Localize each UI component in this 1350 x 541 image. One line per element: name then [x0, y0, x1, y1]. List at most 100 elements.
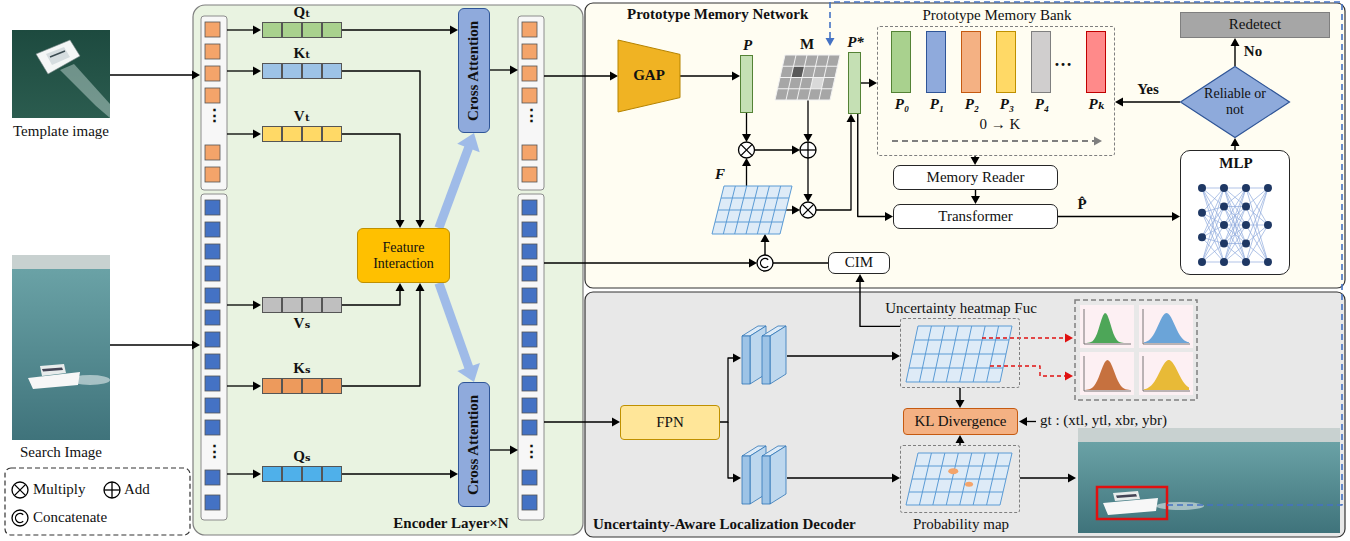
heading-label: MLP: [1219, 155, 1252, 172]
heading-label: Uncertainty-Aware Localization Decoder: [593, 516, 856, 533]
arrow-line: [439, 145, 470, 228]
token: [522, 222, 537, 237]
connector: [342, 470, 458, 479]
result-sky: [1078, 428, 1340, 442]
grid-line: [715, 222, 783, 223]
arrow-line: [974, 156, 975, 159]
arrow: [892, 137, 1102, 146]
add-symbol: [104, 482, 120, 498]
arrow-line: [787, 355, 894, 356]
network-unit: [1220, 258, 1228, 266]
network-unit: [1242, 240, 1250, 248]
box-label: Cross Attention: [465, 20, 482, 120]
arrow: [110, 71, 200, 80]
memory-ground: [585, 3, 1345, 288]
token-row: Kₜ: [262, 63, 342, 79]
arrow-line: [807, 100, 808, 136]
heatmap-frame: Uncertainty heatmap Fuc: [900, 318, 1020, 388]
prototype-slot: P₃: [996, 31, 1016, 93]
distribution-curve: [1144, 360, 1189, 390]
mlp-ground: [1180, 150, 1290, 275]
arrow: [110, 341, 200, 350]
token-row: Vₜ: [262, 126, 342, 142]
network-unit: [1242, 221, 1250, 229]
process-box: Redetect: [1180, 12, 1330, 38]
concat-symbol: [757, 255, 773, 271]
arrow: [227, 26, 261, 35]
arrow-line: [787, 477, 894, 478]
template-photo: [12, 30, 110, 118]
figure-label: Template image: [13, 123, 109, 140]
pooling-trapezoid: GAP: [618, 40, 680, 112]
edge-label: Yes: [1137, 81, 1159, 98]
encoder-ground: [193, 5, 583, 535]
attention-block: Cross Attention: [458, 8, 490, 133]
box-label: Memory Reader: [897, 169, 1054, 186]
node-outline: [775, 55, 840, 100]
legend-text: Multiply: [33, 481, 86, 498]
token-cell: [282, 297, 302, 313]
arrow-line: [982, 337, 1067, 338]
symbol-stroke: [807, 142, 808, 158]
token-cell: [282, 22, 302, 38]
token-cell: [282, 378, 302, 394]
boat-hull: [36, 40, 80, 74]
symbol-circle: [12, 510, 28, 526]
network-link: [1224, 244, 1246, 263]
token: [522, 310, 537, 325]
token-cell: [262, 466, 282, 482]
prototype-slot: P₀: [891, 31, 911, 93]
connector: [971, 190, 980, 204]
plot-ground: [1080, 305, 1134, 348]
token-cell: [302, 378, 322, 394]
legend-text: Concatenate: [33, 509, 107, 526]
plot-axis: [1143, 356, 1190, 391]
token: [205, 22, 220, 37]
arrow-line: [858, 114, 887, 217]
conv-front: [742, 336, 750, 384]
box-label: CIM: [832, 254, 886, 271]
token: [205, 470, 220, 485]
heading-label: P: [743, 37, 752, 54]
token-row: Qₛ: [262, 466, 342, 482]
token-column: [518, 16, 544, 190]
boat-cabin: [1113, 491, 1140, 501]
token-cell: [262, 126, 282, 142]
arrow: [742, 158, 751, 186]
token-column: [201, 194, 227, 520]
prototype-slot: P₁: [926, 31, 946, 93]
process-box: FPN: [620, 405, 720, 440]
arrow-line: [110, 74, 194, 75]
arrow-line: [680, 75, 734, 76]
trapezoid: [618, 40, 680, 112]
token-cell: [302, 466, 322, 482]
network-unit: [1242, 184, 1250, 192]
prototype-vector: P*: [848, 52, 861, 114]
probability-peak: [965, 482, 973, 487]
grid-line: [718, 210, 786, 211]
grid-line: [915, 466, 1009, 467]
grid-line: [909, 368, 1003, 369]
boat-hull: [1103, 498, 1158, 515]
arrow-line: [816, 120, 851, 210]
network-unit: [1264, 221, 1272, 229]
memory-matrix: M: [775, 55, 840, 100]
arrow-line: [227, 385, 255, 386]
connector: [1231, 38, 1240, 66]
arrow-line: [227, 473, 255, 474]
arrow: [982, 334, 1073, 343]
arrow: [227, 130, 261, 139]
arrow-line: [342, 29, 452, 30]
grid-line: [780, 77, 835, 78]
heading-label: P₀: [895, 96, 909, 113]
connector: [858, 114, 893, 221]
arrowhead: [826, 38, 835, 46]
token: [522, 398, 537, 413]
arrow: [227, 67, 261, 76]
arrow-line: [990, 366, 1067, 376]
figure-label: 0 → K: [980, 116, 1021, 133]
conv-front: [762, 336, 770, 384]
network-link: [1202, 244, 1224, 263]
grid-plane: [906, 326, 1012, 382]
symbol-stroke: [14, 484, 25, 495]
